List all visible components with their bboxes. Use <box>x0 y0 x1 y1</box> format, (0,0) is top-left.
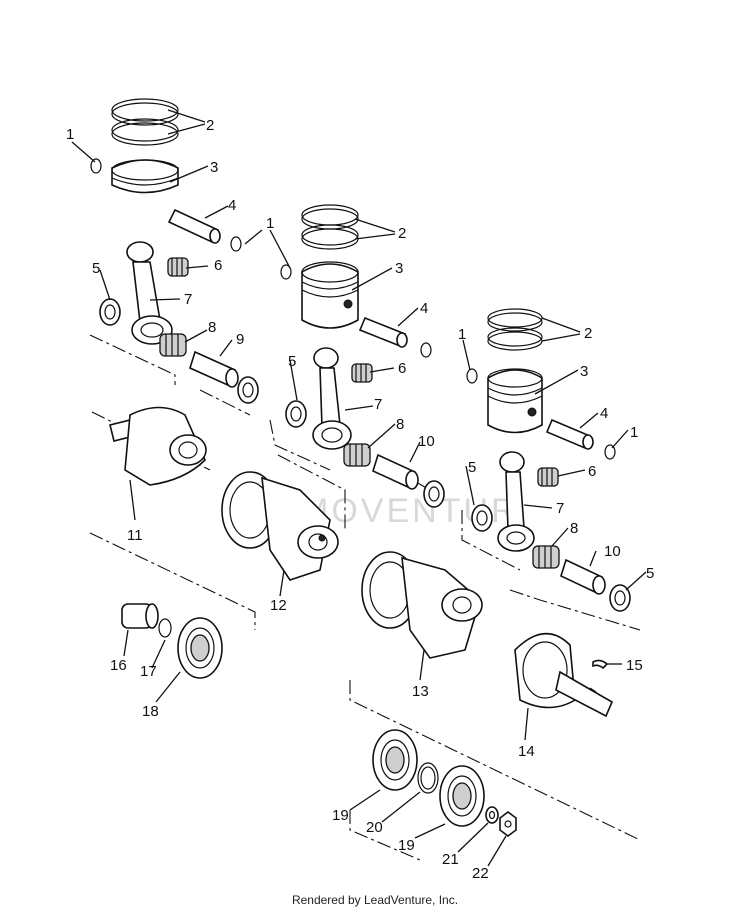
ball-bearing-19b <box>439 765 485 827</box>
bearing-16 <box>121 603 159 629</box>
callout-5: 5 <box>92 260 100 277</box>
callout-6: 6 <box>398 360 406 377</box>
piston-2 <box>301 261 359 329</box>
callout-2: 2 <box>398 225 406 242</box>
callout-3: 3 <box>395 260 403 277</box>
thrust-washer-3b <box>609 584 631 612</box>
callout-4: 4 <box>228 197 236 214</box>
spacer-10-3 <box>560 558 606 595</box>
callout-18: 18 <box>142 703 159 720</box>
nut-22 <box>499 811 517 837</box>
circlip-3b <box>604 444 616 460</box>
callout-11: 11 <box>127 527 143 544</box>
footer-credit: Rendered by LeadVenture, Inc. <box>291 893 459 907</box>
callout-19: 19 <box>332 807 349 824</box>
needle-bearing-small-1 <box>167 257 189 277</box>
connecting-rod-3 <box>497 451 535 552</box>
piston-3 <box>487 368 543 434</box>
callout-20: 20 <box>366 819 383 836</box>
circlip-3 <box>466 368 478 384</box>
circlip-1 <box>90 158 102 174</box>
circlip-2 <box>280 264 292 280</box>
callout-6: 6 <box>214 257 222 274</box>
callout-1: 1 <box>266 215 274 232</box>
thrust-washer-1b <box>237 376 259 404</box>
callout-15: 15 <box>626 657 643 674</box>
needle-bearing-large-2 <box>343 443 371 467</box>
callout-5: 5 <box>288 353 296 370</box>
crankshaft-center-12 <box>221 471 339 581</box>
callout-1: 1 <box>66 126 74 143</box>
callout-6: 6 <box>588 463 596 480</box>
wrist-pin-1 <box>167 208 221 244</box>
callout-1: 1 <box>458 326 466 343</box>
leader-lines <box>71 109 647 867</box>
callout-8: 8 <box>208 319 216 336</box>
woodruff-key-15 <box>592 659 609 670</box>
thrust-washer-1 <box>99 298 121 326</box>
wrist-pin-3 <box>545 418 594 450</box>
callout-10: 10 <box>604 543 621 560</box>
callout-2: 2 <box>206 117 214 134</box>
callout-2: 2 <box>584 325 592 342</box>
callout-5: 5 <box>646 565 654 582</box>
needle-bearing-large-3 <box>532 545 560 569</box>
callout-3: 3 <box>580 363 588 380</box>
callout-4: 4 <box>600 405 608 422</box>
connecting-rod-1 <box>126 241 173 345</box>
piston-rings-3 <box>487 308 543 351</box>
washer-21 <box>485 806 499 824</box>
callout-8: 8 <box>396 416 404 433</box>
spacer-10-2 <box>372 453 419 490</box>
callout-22: 22 <box>472 865 489 882</box>
thrust-washer-2 <box>285 400 307 428</box>
assembly-lines <box>89 334 641 861</box>
ball-bearing-18 <box>177 617 223 679</box>
callout-9: 9 <box>236 331 244 348</box>
callout-4: 4 <box>420 300 428 317</box>
callout-7: 7 <box>184 291 192 308</box>
callout-7: 7 <box>556 500 564 517</box>
ball-bearing-19a <box>372 729 418 791</box>
callout-10: 10 <box>418 433 435 450</box>
callout-3: 3 <box>210 159 218 176</box>
snap-ring-17 <box>158 618 172 638</box>
thrust-washer-2b <box>423 480 445 508</box>
callout-17: 17 <box>140 663 157 680</box>
callout-14: 14 <box>518 743 535 760</box>
piston-rings-2 <box>301 204 359 250</box>
callout-labels: 1 2 3 4 1 5 6 7 8 9 2 3 4 5 6 7 8 10 1 2… <box>66 117 654 882</box>
spacer-9 <box>189 350 239 388</box>
needle-bearing-small-3 <box>537 467 559 487</box>
callout-7: 7 <box>374 396 382 413</box>
piston-1 <box>111 159 179 194</box>
thrust-washer-3 <box>471 504 493 532</box>
crankshaft-end-11 <box>109 406 207 486</box>
callout-13: 13 <box>412 683 429 700</box>
callout-8: 8 <box>570 520 578 537</box>
callout-21: 21 <box>442 851 459 868</box>
seal-20 <box>417 762 439 794</box>
wrist-pin-2 <box>358 316 408 348</box>
connecting-rod-2 <box>312 347 352 450</box>
callout-19: 19 <box>398 837 415 854</box>
piston-rings-1 <box>111 98 179 146</box>
needle-bearing-small-2 <box>351 363 373 383</box>
callout-16: 16 <box>110 657 127 674</box>
callout-1: 1 <box>630 424 638 441</box>
callout-5: 5 <box>468 459 476 476</box>
needle-bearing-large-1 <box>159 333 187 357</box>
crankshaft-center-13 <box>361 551 483 659</box>
circlip-2b <box>420 342 432 358</box>
callout-12: 12 <box>270 597 287 614</box>
circlip-1b <box>230 236 242 252</box>
crankshaft-end-14 <box>514 632 614 718</box>
